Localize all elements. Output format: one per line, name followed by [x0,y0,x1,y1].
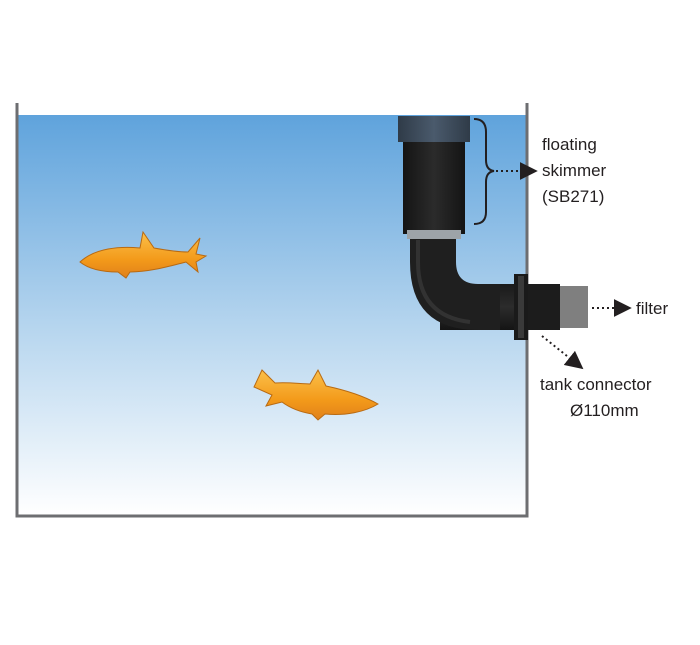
filter-label: filter [636,299,668,318]
dotted-arrow-icon [541,335,584,370]
tank-connector [528,284,560,330]
connector-label-line2: Ø110mm [570,401,639,420]
pipe-ring [407,230,461,239]
skimmer-label-line1: floating [542,135,597,154]
skimmer-label-line3: (SB271) [542,187,604,206]
fish-icon [253,368,379,421]
connector-label-line1: tank connector [540,375,652,394]
skimmer-label-line2: skimmer [542,161,607,180]
fish-icon [79,230,208,279]
skimmer-body [403,138,465,234]
skimmer-top [398,116,470,142]
curly-brace-icon [473,118,495,225]
filter-stub [560,286,588,328]
